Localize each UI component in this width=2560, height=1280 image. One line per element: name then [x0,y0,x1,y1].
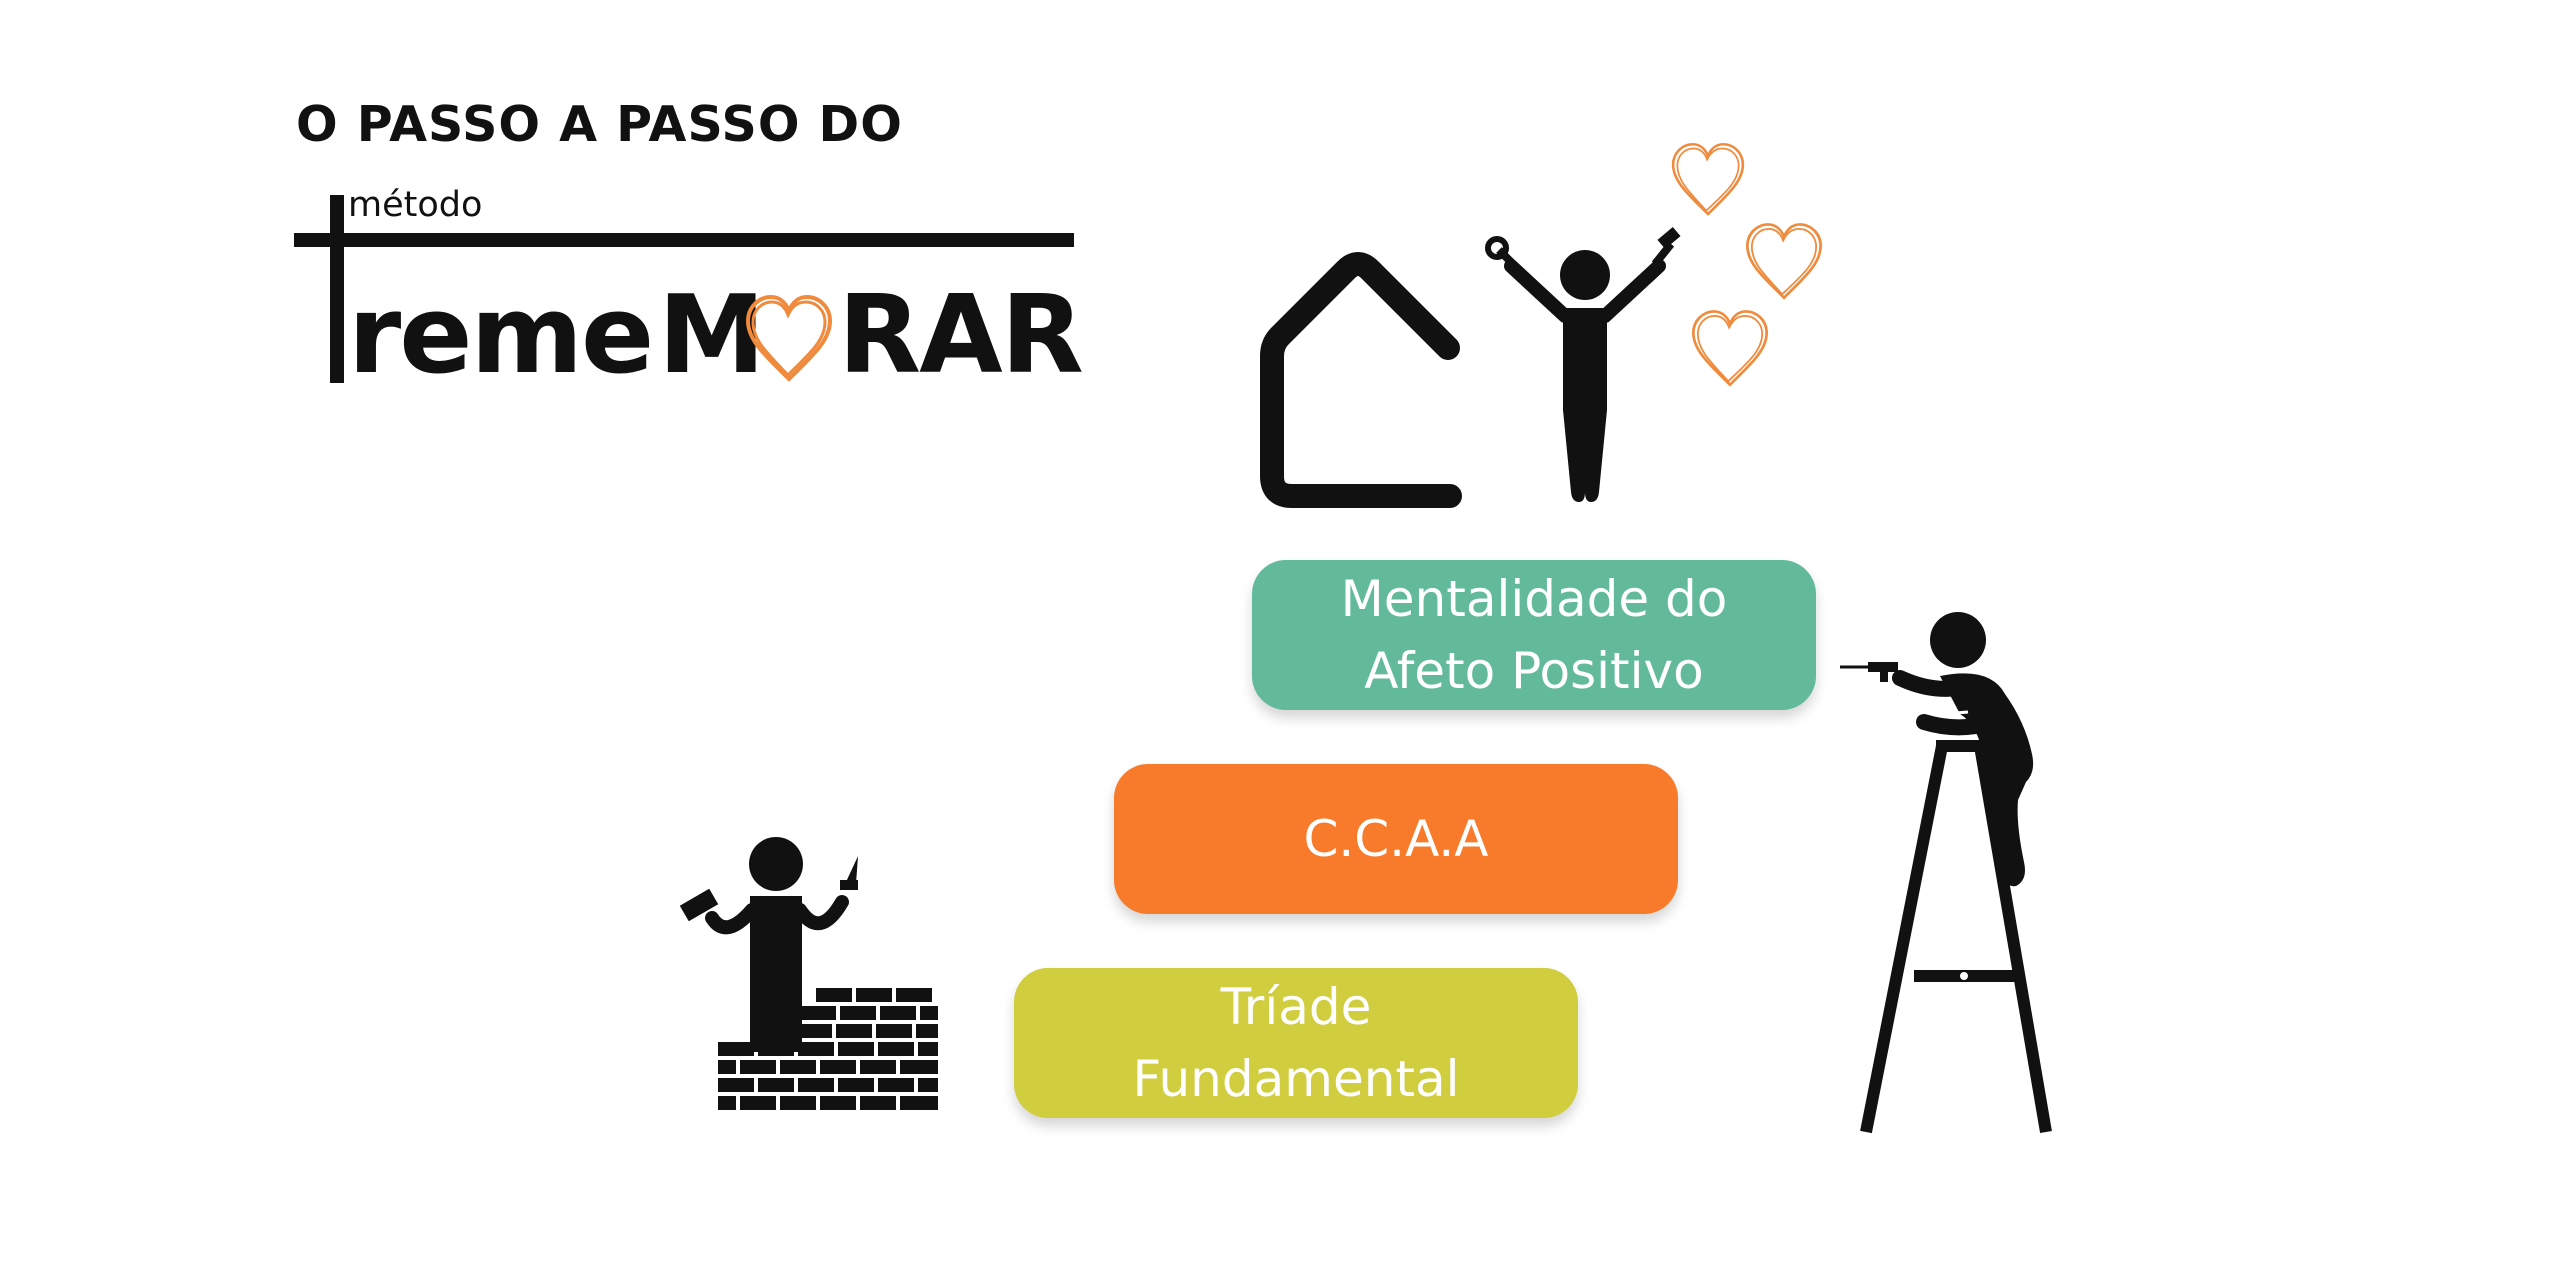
step-label-line: C.C.A.A [1303,810,1489,868]
happy-worker-icon [1485,226,1681,502]
step-label-line: Tríade [1220,978,1372,1036]
kicker-title: O PASSO A PASSO DO [296,96,903,153]
logo-bar-vertical [330,195,344,383]
logo: método reme M RAR [290,185,1090,400]
step-ccaa: C.C.A.A [1114,764,1678,914]
step-label-line: Afeto Positivo [1364,642,1704,700]
heart-icon [1671,142,1745,216]
step-label-line: Mentalidade do [1340,570,1728,628]
heart-icon [1746,223,1822,300]
step-label-line: Fundamental [1132,1050,1460,1108]
step-triade-fundamental: Tríade Fundamental [1014,968,1578,1118]
logo-small-text: método [348,185,483,225]
logo-word-left: reme [348,273,654,398]
step-mentalidade-afeto-positivo: Mentalidade do Afeto Positivo [1252,560,1816,710]
logo-bar-horizontal [294,233,1074,247]
house-icon [1260,252,1462,508]
drill-worker-on-ladder-icon [1840,612,2052,1134]
logo-word-m: M [658,273,765,398]
logo-word-right: RAR [838,273,1084,398]
bricklayer-icon [679,837,938,1110]
logo-heart-icon [745,294,833,382]
heart-icon [1692,310,1768,387]
